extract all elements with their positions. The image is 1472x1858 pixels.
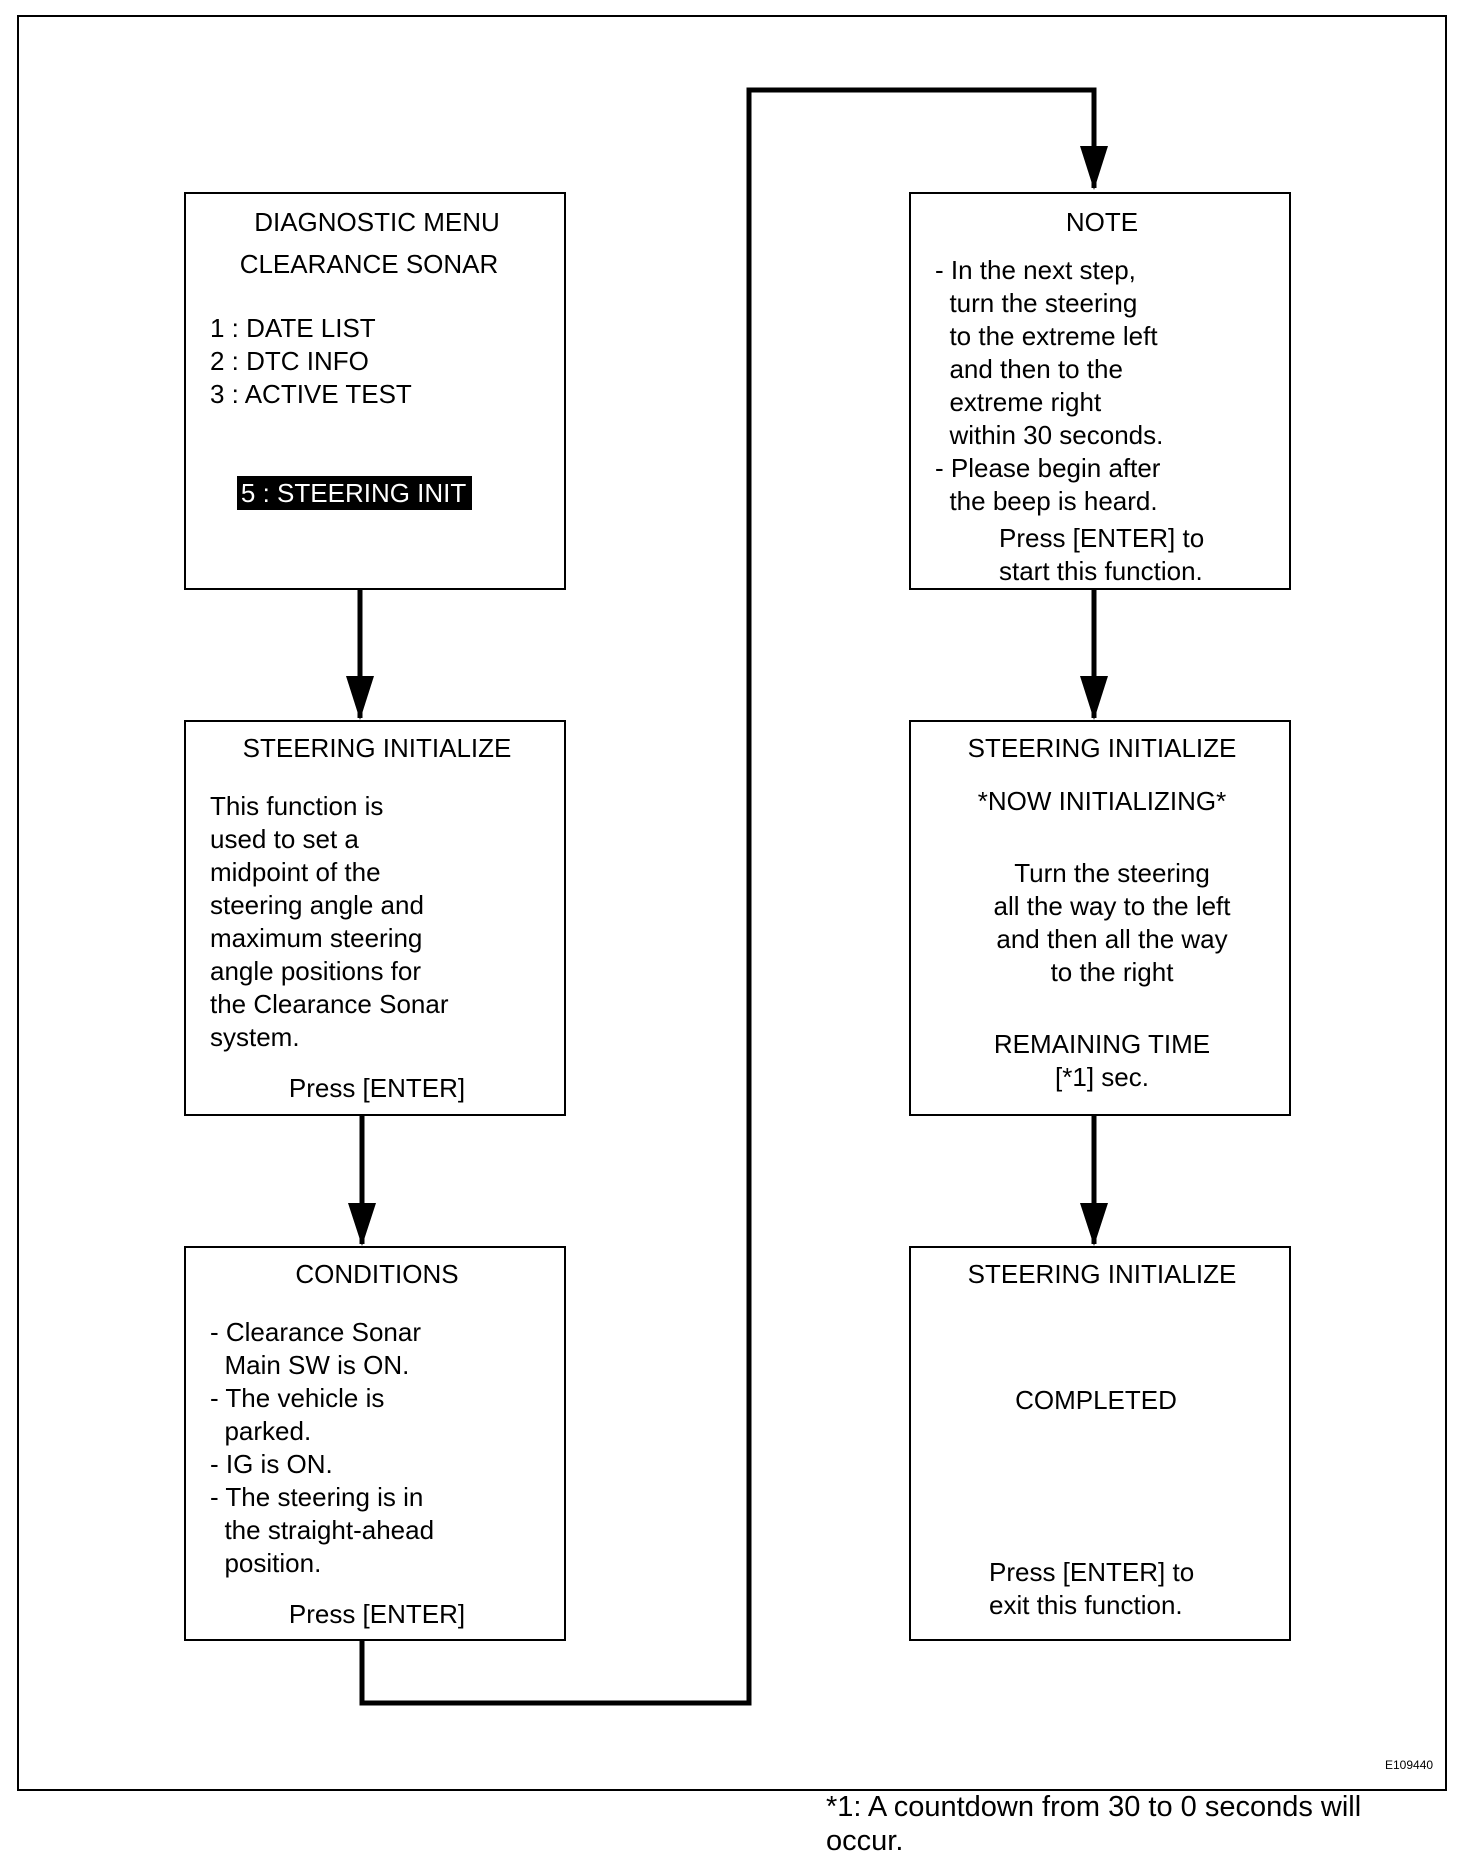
connector-conditions-to-note	[359, 87, 1097, 1706]
diagnostic-menu-subtitle: CLEARANCE SONAR	[239, 249, 499, 279]
remaining-time-label: REMAINING TIME	[993, 1029, 1211, 1059]
selected-item-label: 5 : STEERING INIT	[236, 476, 473, 510]
menu-item-date-list: 1 : DATE LIST	[210, 313, 376, 343]
conditions-body: - Clearance Sonar Main SW is ON. - The v…	[210, 1317, 435, 1578]
menu-item-steering-init-selected: 5 : STEERING INIT	[208, 444, 473, 543]
completed-status: COMPLETED	[1015, 1385, 1177, 1415]
arrowhead-conditions-to-note	[1080, 146, 1108, 190]
completed-title: STEERING INITIALIZE	[967, 1259, 1237, 1289]
initializing-status: *NOW INITIALIZING*	[977, 786, 1227, 816]
initializing-instructions: Turn the steering all the way to the lef…	[993, 858, 1231, 987]
note-title: NOTE	[1065, 207, 1139, 237]
arrowhead-note-to-initializing	[1080, 676, 1108, 720]
intro-press-enter: Press [ENTER]	[288, 1073, 466, 1103]
menu-item-dtc-info: 2 : DTC INFO	[210, 346, 369, 376]
menu-item-active-test: 3 : ACTIVE TEST	[210, 379, 412, 409]
arrowhead-menu-to-intro	[346, 676, 374, 720]
conditions-press-enter: Press [ENTER]	[288, 1599, 466, 1629]
arrowhead-initializing-to-completed	[1080, 1203, 1108, 1246]
footnote: *1: A countdown from 30 to 0 seconds wil…	[826, 1791, 1362, 1857]
arrowhead-intro-to-conditions	[348, 1203, 376, 1246]
initializing-title: STEERING INITIALIZE	[967, 733, 1237, 763]
reference-code: E109440	[1385, 1758, 1434, 1772]
now-initializing-screen: STEERING INITIALIZE *NOW INITIALIZING* T…	[909, 720, 1291, 1116]
note-screen: NOTE - In the next step, turn the steeri…	[909, 192, 1291, 590]
note-press-enter: Press [ENTER] to start this function.	[999, 523, 1205, 586]
remaining-time-value: [*1] sec.	[1055, 1062, 1149, 1092]
steering-initialize-intro-screen: STEERING INITIALIZE This function is use…	[184, 720, 566, 1116]
intro-body: This function is used to set a midpoint …	[210, 791, 449, 1052]
diagram-frame	[17, 15, 1447, 1791]
note-body: - In the next step, turn the steering to…	[935, 255, 1164, 516]
intro-title: STEERING INITIALIZE	[242, 733, 512, 763]
conditions-title: CONDITIONS	[295, 1259, 459, 1289]
conditions-screen: CONDITIONS - Clearance Sonar Main SW is …	[184, 1246, 566, 1641]
completed-press-enter: Press [ENTER] to exit this function.	[989, 1557, 1195, 1620]
diagnostic-menu-screen: DIAGNOSTIC MENU CLEARANCE SONAR 1 : DATE…	[184, 192, 566, 590]
completed-screen: STEERING INITIALIZE COMPLETED Press [ENT…	[909, 1246, 1291, 1641]
diagnostic-menu-title: DIAGNOSTIC MENU	[254, 207, 500, 237]
